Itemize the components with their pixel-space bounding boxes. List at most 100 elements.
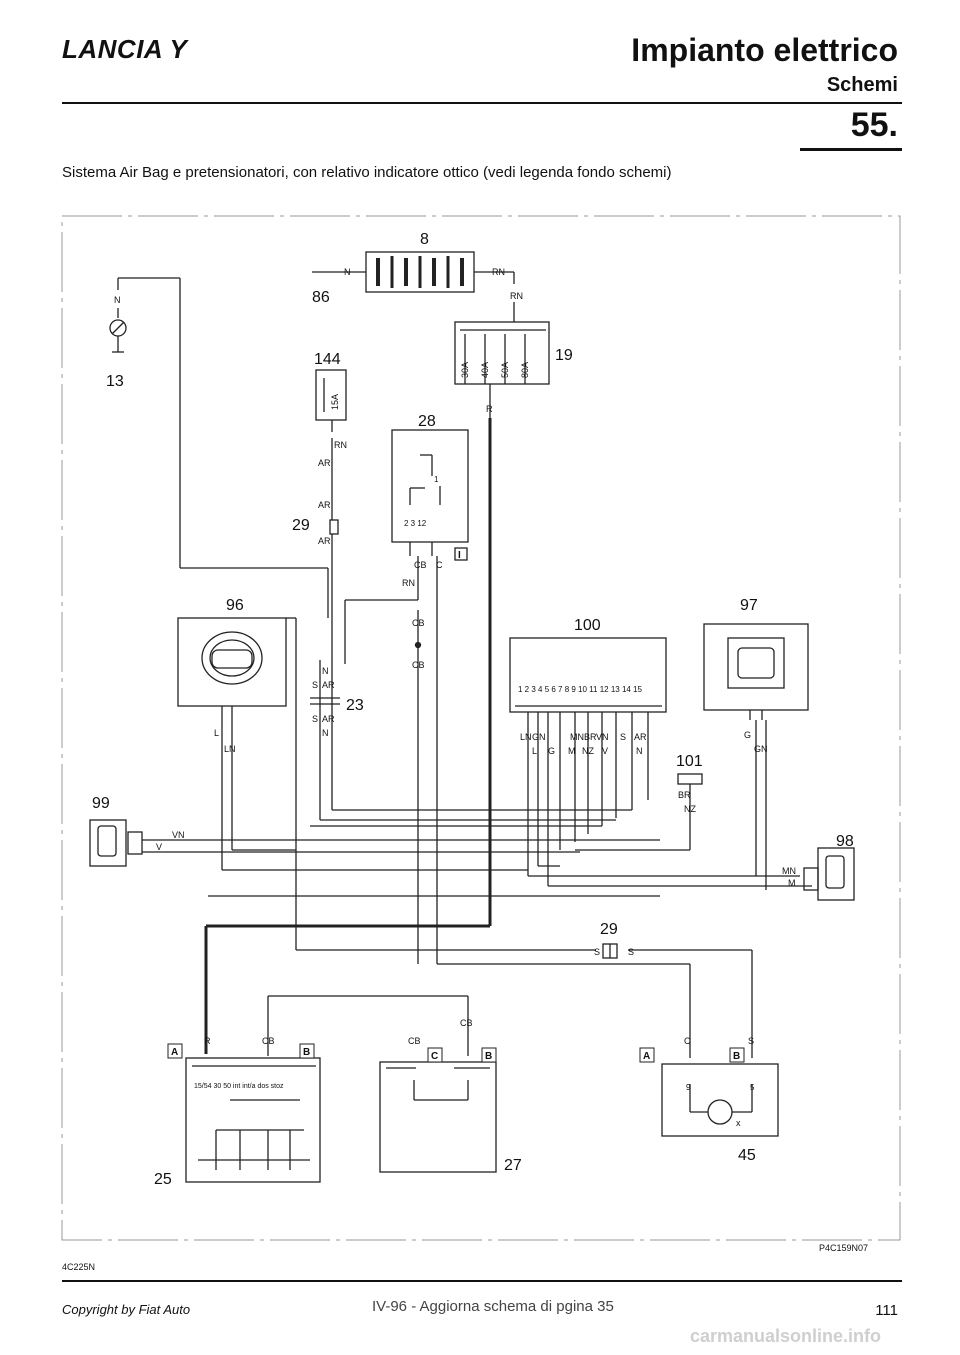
wire-ln-96: LN	[224, 744, 236, 754]
label-13: 13	[106, 373, 124, 390]
label-97: 97	[740, 597, 758, 614]
wire-n-13: N	[114, 295, 121, 305]
diagram-caption: Sistema Air Bag e pretensionatori, con r…	[62, 164, 672, 181]
label-8: 8	[420, 231, 429, 248]
wire-n-23b: N	[322, 728, 329, 738]
label-144: 144	[314, 351, 341, 368]
fuse-144	[315, 369, 347, 421]
update-note: IV-96 - Aggiorna schema di pgina 35	[372, 1298, 614, 1315]
pin-9-45: 9	[686, 1083, 691, 1092]
wire-br-101: BR	[678, 790, 691, 800]
connector-a-45: A	[643, 1051, 650, 1062]
wire-br-100: BR	[584, 732, 597, 742]
connector-101	[677, 773, 703, 785]
wire-nz-101: NZ	[684, 804, 696, 814]
airbag-module-100	[509, 637, 667, 713]
label-98: 98	[836, 833, 854, 850]
diagram-frame	[61, 215, 901, 1241]
wire-g-100: G	[548, 746, 555, 756]
wire-g-97: G	[744, 730, 751, 740]
wire-n-battery: N	[344, 267, 351, 277]
fuse-rating-15a: 15A	[330, 394, 340, 410]
unit-27	[379, 1061, 497, 1173]
wire-ar-100: AR	[634, 732, 647, 742]
label-101: 101	[676, 753, 703, 770]
label-29-lower: 29	[600, 921, 618, 938]
wire-cb-a: CB	[412, 618, 425, 628]
page-number: 55.	[850, 106, 898, 144]
brand-title: LANCIA Y	[62, 34, 188, 64]
wire-gn-97: GN	[754, 744, 768, 754]
label-19: 19	[555, 347, 573, 364]
copyright: Copyright by Fiat Auto	[62, 1302, 191, 1317]
wire-ar-23b: AR	[322, 714, 335, 724]
connector-c-27: C	[431, 1051, 438, 1062]
wire-l-100: L	[532, 746, 537, 756]
fuse-rating-30a: 30A	[460, 362, 470, 378]
wire-v-99: V	[156, 842, 162, 852]
wire-rn-144: RN	[334, 440, 347, 450]
fuse-box-19	[454, 321, 550, 385]
label-86: 86	[312, 289, 330, 306]
wire-mn-100: MN	[570, 732, 584, 742]
wire-cb-28: CB	[414, 560, 427, 570]
page-title: Impianto elettrico	[631, 32, 898, 68]
wire-cb-b: CB	[412, 660, 425, 670]
label-45: 45	[738, 1147, 756, 1164]
fuse-rating-50a: 50A	[500, 362, 510, 378]
wire-vn-99: VN	[172, 830, 185, 840]
wire-s-45: S	[748, 1036, 754, 1046]
wire-mn-98: MN	[782, 866, 796, 876]
label-25: 25	[154, 1171, 172, 1188]
switch-25	[185, 1057, 321, 1183]
module-28	[391, 429, 469, 543]
watermark: carmanualsonline.info	[690, 1326, 882, 1346]
wire-r-19: R	[486, 404, 493, 414]
wire-c-45: C	[684, 1036, 691, 1046]
wire-cb-27: CB	[408, 1036, 421, 1046]
wire-r-25: R	[204, 1036, 211, 1046]
wire-gn-100: GN	[532, 732, 546, 742]
warning-light-97	[703, 623, 809, 711]
wire-x-45: x	[736, 1118, 741, 1128]
wire-m-100: M	[568, 746, 576, 756]
label-99: 99	[92, 795, 110, 812]
wire-ar-3: AR	[318, 536, 331, 546]
connector-i-28: I	[458, 550, 461, 561]
connector-a-25: A	[171, 1047, 178, 1058]
wire-s-23b: S	[312, 714, 318, 724]
wire-l-96: L	[214, 728, 219, 738]
wire-n-100: N	[636, 746, 643, 756]
wire-s-29b: S	[628, 947, 634, 957]
wire-m-98: M	[788, 878, 796, 888]
label-29-upper: 29	[292, 517, 310, 534]
pretensioner-99	[89, 819, 127, 867]
footer-rule	[62, 1280, 902, 1282]
wire-rn-battery: RN	[492, 267, 505, 277]
wire-n-23: N	[322, 666, 329, 676]
driver-airbag-96	[177, 617, 287, 707]
header-rule	[62, 102, 902, 104]
fuse-rating-80a: 80A	[520, 362, 530, 378]
wire-s-23: S	[312, 680, 318, 690]
wire-ar-23: AR	[322, 680, 335, 690]
wire-cb-25: CB	[460, 1018, 473, 1028]
wire-ar-2: AR	[318, 500, 331, 510]
label-23: 23	[346, 697, 364, 714]
wire-rn-28: RN	[402, 578, 415, 588]
pin-1-module-28: 1	[434, 475, 439, 484]
label-100: 100	[574, 617, 601, 634]
passenger-airbag-45	[661, 1063, 779, 1137]
page-number-rule	[800, 148, 902, 151]
pins-module-100: 1 2 3 4 5 6 7 8 9 10 11 12 13 14 15	[518, 685, 643, 694]
wire-s-29a: S	[594, 947, 600, 957]
label-96: 96	[226, 597, 244, 614]
wire-cb-25b: CB	[262, 1036, 275, 1046]
connector-b-45: B	[733, 1051, 740, 1062]
page-code: 4C225N	[62, 1262, 96, 1272]
fuse-rating-40a: 40A	[480, 362, 490, 378]
wire-vn-100: VN	[596, 732, 609, 742]
wire-ar-1: AR	[318, 458, 331, 468]
label-27: 27	[504, 1157, 522, 1174]
